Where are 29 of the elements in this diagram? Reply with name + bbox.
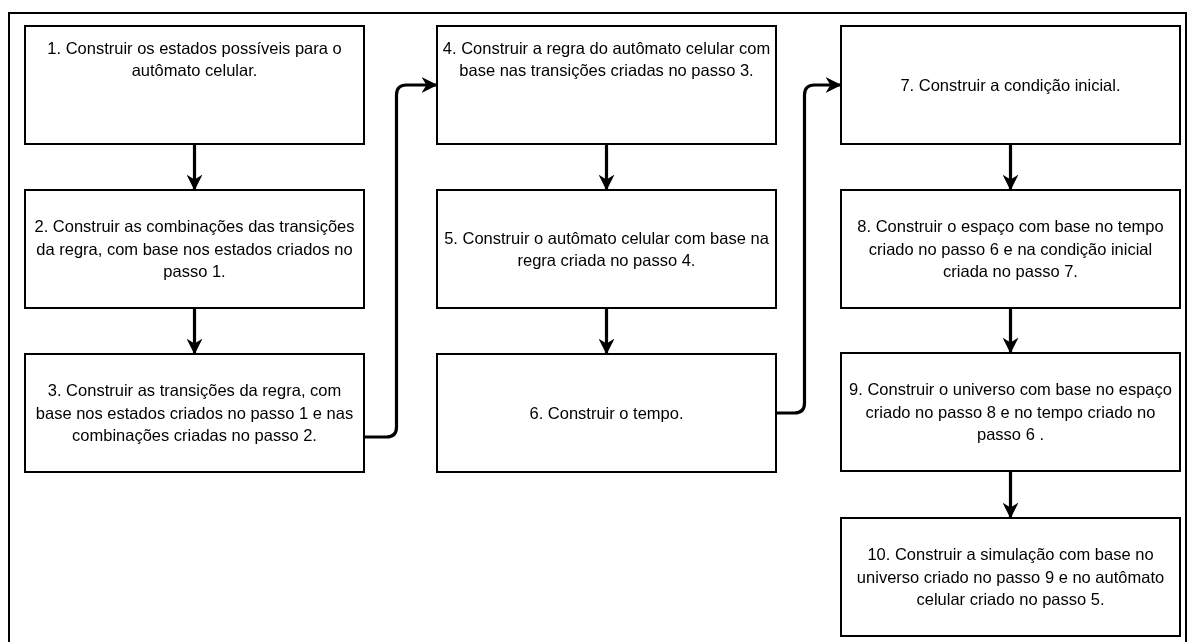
arrow bbox=[1002, 145, 1019, 191]
process-box bbox=[436, 353, 777, 473]
arrow bbox=[1002, 309, 1019, 354]
process-box bbox=[840, 25, 1181, 145]
process-box bbox=[24, 189, 365, 309]
process-box bbox=[24, 353, 365, 473]
arrow bbox=[186, 309, 203, 355]
process-box bbox=[436, 189, 777, 309]
process-box bbox=[24, 25, 365, 145]
step-text: 9. Construir o universo com base no espaço criado no passo 8 e no tempo criado no passo 6 . bbox=[848, 379, 1173, 446]
process-box bbox=[840, 517, 1181, 637]
arrow bbox=[598, 145, 615, 191]
step-text: 3. Construir as transições da regra, com base nos estados criados no passo 1 e nas combinações criadas no passo 2. bbox=[34, 380, 355, 447]
step-text: 8. Construir o espaço com base no tempo criado no passo 6 e na condição inicial criada no passo 7. bbox=[856, 216, 1165, 283]
arrow bbox=[365, 77, 438, 439]
step-text: 6. Construir o tempo. bbox=[529, 402, 684, 424]
arrow bbox=[186, 145, 203, 191]
arrow bbox=[1002, 472, 1019, 519]
step-text: 4. Construir a regra do autômato celular com base nas transições criadas no passo 3. bbox=[442, 38, 771, 82]
arrow bbox=[598, 309, 615, 355]
process-box bbox=[436, 25, 777, 145]
step-text: 7. Construir a condição inicial. bbox=[900, 74, 1121, 96]
step-text: 1. Construir os estados possíveis para o autômato celular. bbox=[46, 38, 343, 82]
arrow bbox=[777, 77, 842, 415]
step-text: 2. Construir as combinações das transições da regra, com base nos estados criados no passo 1. bbox=[33, 216, 356, 283]
process-box bbox=[840, 352, 1181, 472]
process-box bbox=[840, 189, 1181, 309]
step-text: 10. Construir a simulação com base no universo criado no passo 9 e no autômato celular criado no passo 5. bbox=[855, 544, 1166, 611]
step-text: 5. Construir o autômato celular com base na regra criada no passo 4. bbox=[443, 227, 770, 271]
